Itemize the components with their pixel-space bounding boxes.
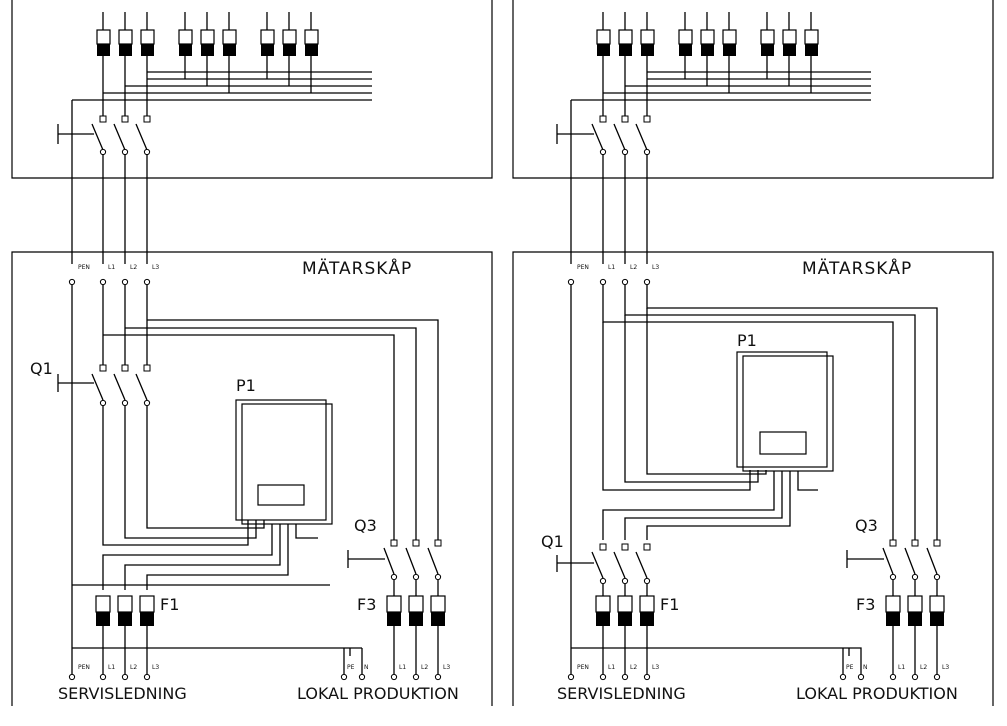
panel-right: MÄTARSKÅP PEN L1 L2 L3 P1 [512, 0, 994, 706]
entry-terminals: PEN L1 L2 L3 [567, 264, 659, 286]
terminal-label: L2 [130, 664, 137, 671]
terminal-label: PE [846, 664, 854, 671]
terminal-label: L3 [152, 664, 159, 671]
fuse-group-2 [678, 12, 737, 56]
fuse-group-1 [596, 12, 655, 56]
switch-q3-label: Q3 [354, 516, 377, 535]
meter-label: P1 [737, 331, 757, 350]
fuse-f3-label: F3 [856, 595, 875, 614]
service-terminals: PEN L1 L2 L3 [68, 655, 159, 681]
production-feed [103, 319, 439, 540]
distribution-board [512, 0, 994, 179]
terminal-label: N [364, 664, 369, 671]
switch-q3-label: Q3 [855, 516, 878, 535]
meter-label: P1 [236, 376, 256, 395]
terminal-label: L1 [608, 264, 615, 271]
service-label: SERVISLEDNING [58, 684, 187, 703]
terminal-label: L1 [399, 664, 406, 671]
fuse-group-2 [178, 12, 237, 56]
fuse-f1: F1 [95, 595, 179, 656]
terminal-label: L3 [152, 264, 159, 271]
switch-q1: Q1 [541, 532, 651, 585]
terminal-label: L1 [608, 664, 615, 671]
production-label: LOKAL PRODUKTION [297, 684, 459, 703]
terminal-label: L3 [652, 264, 659, 271]
terminal-label: L1 [108, 664, 115, 671]
terminal-label: L1 [108, 264, 115, 271]
meter-p1: P1 [235, 376, 333, 525]
fuse-group-3 [760, 12, 819, 56]
meter-cabinet: MÄTARSKÅP PEN L1 L2 L3 P1 [512, 251, 994, 706]
fuse-group-3 [260, 12, 319, 56]
terminal-label: PEN [577, 264, 589, 271]
fuse-f1-label: F1 [160, 595, 179, 614]
fuse-group-1 [96, 12, 155, 56]
fuse-row-top [96, 12, 319, 56]
switch-q1: Q1 [30, 359, 151, 407]
feeders [570, 100, 648, 264]
feeders [71, 100, 148, 264]
fuse-f3-label: F3 [357, 595, 376, 614]
busbars [72, 56, 372, 101]
main-switch-top [556, 86, 651, 156]
terminal-label: PEN [577, 664, 589, 671]
switch-q3: Q3 [846, 516, 941, 581]
terminal-label: L2 [630, 664, 637, 671]
terminal-label: L2 [630, 264, 637, 271]
terminal-label: L2 [920, 664, 927, 671]
switch-q3: Q3 [347, 516, 442, 581]
cabinet-title: MÄTARSKÅP [802, 257, 912, 279]
fuse-f3: F3 [357, 580, 446, 656]
production-feed [602, 285, 938, 540]
entry-terminals: PEN L1 L2 L3 [68, 264, 159, 286]
meter-display [759, 431, 807, 455]
switch-q1-label: Q1 [30, 359, 53, 378]
distribution-board [11, 0, 493, 179]
meter-box [235, 399, 327, 521]
terminal-label: L1 [898, 664, 905, 671]
main-switch-top [57, 86, 151, 156]
terminal-label: PEN [78, 664, 90, 671]
service-terminals: PEN L1 L2 L3 [567, 655, 659, 681]
terminal-label: L3 [652, 664, 659, 671]
fuse-f1-label: F1 [660, 595, 679, 614]
production-terminals: PE N L1 L2 L3 [839, 648, 949, 681]
terminal-label: L2 [421, 664, 428, 671]
switch-q1-label: Q1 [541, 532, 564, 551]
panel-left: MÄTARSKÅP PEN L1 L2 L3 Q1 [11, 0, 493, 706]
terminal-label: PE [347, 664, 355, 671]
meter-p1: P1 [736, 331, 834, 472]
meter-box [736, 351, 828, 468]
production-label: LOKAL PRODUKTION [796, 684, 958, 703]
terminal-label: PEN [78, 264, 90, 271]
service-label: SERVISLEDNING [557, 684, 686, 703]
terminal-label: L3 [942, 664, 949, 671]
fuse-row-top [596, 12, 819, 56]
production-terminals: PE N L1 L2 L3 [340, 648, 450, 681]
meter-cabinet: MÄTARSKÅP PEN L1 L2 L3 Q1 [11, 251, 493, 706]
terminal-label: L3 [443, 664, 450, 671]
terminal-label: L2 [130, 264, 137, 271]
cabinet-title: MÄTARSKÅP [302, 257, 412, 279]
terminal-label: N [863, 664, 868, 671]
fuse-f1: F1 [595, 584, 679, 656]
fuse-f3: F3 [856, 580, 945, 656]
meter-display [257, 484, 305, 506]
busbars [571, 56, 871, 101]
